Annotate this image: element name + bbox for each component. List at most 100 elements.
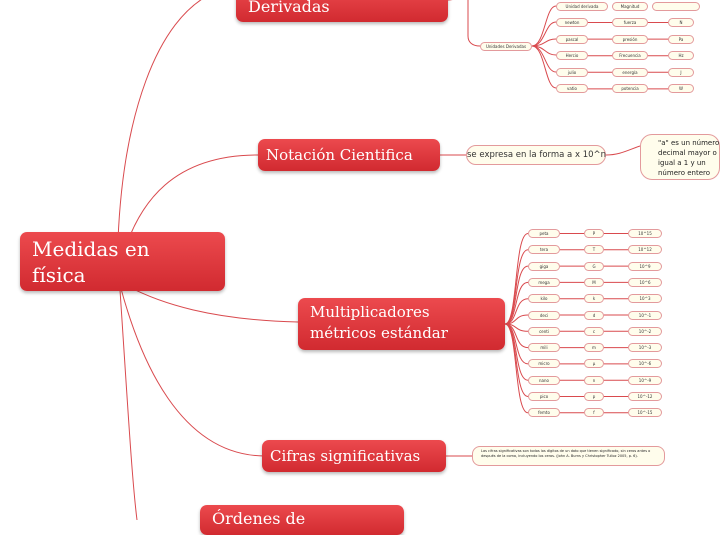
- prefix-name-6-text: centi: [539, 328, 549, 334]
- derived-magnitude-1-node[interactable]: presión: [612, 34, 648, 44]
- prefix-factor-11-text: 10^-15: [637, 410, 653, 416]
- derived-symbol-1-node[interactable]: Pa: [668, 34, 694, 44]
- prefix-name-1-node[interactable]: tera: [528, 245, 560, 255]
- prefix-factor-10-node[interactable]: 10^-12: [628, 392, 662, 401]
- derived-unit-2-node[interactable]: Hercio: [556, 51, 588, 61]
- cifras-note-text: Las cifras significativas son todos los …: [481, 449, 651, 458]
- prefix-factor-2-node[interactable]: 10^9: [628, 261, 662, 271]
- prefix-name-9-node[interactable]: nano: [528, 375, 560, 385]
- prefix-factor-8-text: 10^-6: [638, 361, 652, 367]
- derived-unit-1-node[interactable]: pascal: [556, 34, 588, 44]
- derived-symbol-2-node[interactable]: Hz: [668, 51, 694, 61]
- prefix-factor-5-text: 10^-1: [638, 312, 652, 318]
- prefix-factor-4-text: 10^3: [639, 296, 651, 302]
- notacion-description-node[interactable]: se expresa en la forma a x 10^n: [466, 145, 606, 165]
- prefix-factor-1-node[interactable]: 10^12: [628, 245, 662, 255]
- prefix-name-7-node[interactable]: mili: [528, 343, 560, 353]
- prefix-name-2-node[interactable]: giga: [528, 261, 560, 271]
- prefix-factor-1-text: 10^12: [638, 247, 652, 253]
- prefix-factor-9-node[interactable]: 10^-9: [628, 375, 662, 385]
- prefix-name-8-text: micro: [538, 361, 550, 367]
- prefix-symbol-2-text: G: [592, 263, 596, 269]
- branch-multiplicadores-label: Multiplicadores métricos estándar: [310, 303, 448, 342]
- branch-notacion-node[interactable]: Notación Cientifica: [258, 139, 440, 171]
- prefix-factor-3-node[interactable]: 10^6: [628, 277, 662, 287]
- derived-units-group-node[interactable]: Unidades Derivadas: [480, 42, 532, 51]
- prefix-symbol-2-node[interactable]: G: [584, 261, 604, 271]
- branch-ordenes-label: Órdenes de: [212, 509, 306, 528]
- branch-ordenes-node[interactable]: Órdenes de: [200, 505, 404, 535]
- derived-symbol-4-node[interactable]: W: [668, 84, 694, 94]
- prefix-factor-0-node[interactable]: 10^15: [628, 229, 662, 238]
- prefix-symbol-9-node[interactable]: n: [584, 375, 604, 385]
- prefix-name-8-node[interactable]: micro: [528, 359, 560, 369]
- derived-magnitude-4-node[interactable]: potencia: [612, 84, 648, 94]
- prefix-factor-7-text: 10^-3: [638, 345, 652, 351]
- prefix-name-0-node[interactable]: peta: [528, 229, 560, 238]
- central-topic-label: Medidas en física: [32, 237, 150, 287]
- prefix-name-5-node[interactable]: deci: [528, 310, 560, 320]
- prefix-name-6-node[interactable]: centi: [528, 326, 560, 336]
- prefix-name-11-node[interactable]: femto: [528, 408, 560, 418]
- branch-cifras-node[interactable]: Cifras significativas: [262, 440, 446, 472]
- derived-unit-3-node[interactable]: julio: [556, 67, 588, 77]
- derived-unit-1-text: pascal: [565, 36, 579, 42]
- prefix-factor-9-text: 10^-9: [638, 377, 652, 383]
- prefix-factor-8-node[interactable]: 10^-6: [628, 359, 662, 369]
- prefix-symbol-11-node[interactable]: f: [584, 408, 604, 418]
- branch-derivadas-node[interactable]: Derivadas: [236, 0, 448, 22]
- prefix-factor-11-node[interactable]: 10^-15: [628, 408, 662, 418]
- prefix-name-2-text: giga: [539, 263, 549, 269]
- derived-header-magnitude-node[interactable]: Magnitud: [612, 2, 648, 11]
- branch-derivadas-label: Derivadas: [248, 0, 330, 16]
- derived-header-unit-node[interactable]: Unidad derivada: [556, 2, 608, 11]
- prefix-symbol-5-text: d: [592, 312, 596, 318]
- branch-multiplicadores-node[interactable]: Multiplicadores métricos estándar: [298, 298, 505, 350]
- derived-symbol-0-node[interactable]: N: [668, 18, 694, 27]
- prefix-symbol-1-node[interactable]: T: [584, 245, 604, 255]
- derived-header-unit-text: Unidad derivada: [565, 4, 599, 9]
- prefix-symbol-6-node[interactable]: c: [584, 326, 604, 336]
- prefix-symbol-7-node[interactable]: m: [584, 343, 604, 353]
- prefix-symbol-5-node[interactable]: d: [584, 310, 604, 320]
- prefix-symbol-11-text: f: [593, 410, 595, 416]
- prefix-name-7-text: mili: [540, 345, 548, 351]
- derived-unit-0-node[interactable]: newton: [556, 18, 588, 27]
- prefix-name-3-node[interactable]: mega: [528, 277, 560, 287]
- prefix-factor-6-node[interactable]: 10^-2: [628, 326, 662, 336]
- prefix-symbol-6-text: c: [592, 328, 596, 334]
- derived-magnitude-0-node[interactable]: fuerza: [612, 18, 648, 27]
- prefix-name-3-text: mega: [538, 279, 550, 285]
- branch-notacion-label: Notación Cientifica: [266, 146, 413, 164]
- prefix-name-4-text: kilo: [540, 296, 548, 302]
- derived-unit-4-node[interactable]: vatio: [556, 84, 588, 94]
- central-topic-node[interactable]: Medidas en física: [20, 232, 225, 291]
- notacion-note-node[interactable]: "a" es un número decimal mayor o igual a…: [640, 134, 720, 180]
- prefix-symbol-3-node[interactable]: M: [584, 277, 604, 287]
- prefix-factor-5-node[interactable]: 10^-1: [628, 310, 662, 320]
- prefix-name-10-text: pico: [539, 394, 549, 399]
- cifras-note-node[interactable]: Las cifras significativas son todos los …: [472, 446, 665, 466]
- derived-unit-2-text: Hercio: [565, 53, 579, 59]
- prefix-factor-0-text: 10^15: [638, 231, 652, 236]
- prefix-symbol-8-node[interactable]: µ: [584, 359, 604, 369]
- prefix-symbol-8-text: µ: [592, 361, 596, 367]
- prefix-name-10-node[interactable]: pico: [528, 392, 560, 401]
- prefix-factor-7-node[interactable]: 10^-3: [628, 343, 662, 353]
- derived-magnitude-3-node[interactable]: energía: [612, 67, 648, 77]
- prefix-name-4-node[interactable]: kilo: [528, 294, 560, 304]
- derived-symbol-3-node[interactable]: J: [668, 67, 694, 77]
- prefix-symbol-9-text: n: [592, 377, 596, 383]
- prefix-symbol-10-node[interactable]: p: [584, 392, 604, 401]
- notacion-note-text: "a" es un número decimal mayor o igual a…: [658, 139, 720, 177]
- derived-magnitude-2-node[interactable]: Frecuencia: [612, 51, 648, 61]
- derived-magnitude-4-text: potencia: [621, 86, 639, 92]
- prefix-symbol-0-node[interactable]: P: [584, 229, 604, 238]
- derived-magnitude-3-text: energía: [622, 69, 638, 75]
- prefix-symbol-4-node[interactable]: k: [584, 294, 604, 304]
- derived-symbol-3-text: J: [680, 69, 682, 75]
- prefix-name-5-text: deci: [539, 312, 549, 318]
- connector-lines: [117, 0, 668, 521]
- derived-symbol-2-text: Hz: [678, 53, 684, 59]
- prefix-factor-4-node[interactable]: 10^3: [628, 294, 662, 304]
